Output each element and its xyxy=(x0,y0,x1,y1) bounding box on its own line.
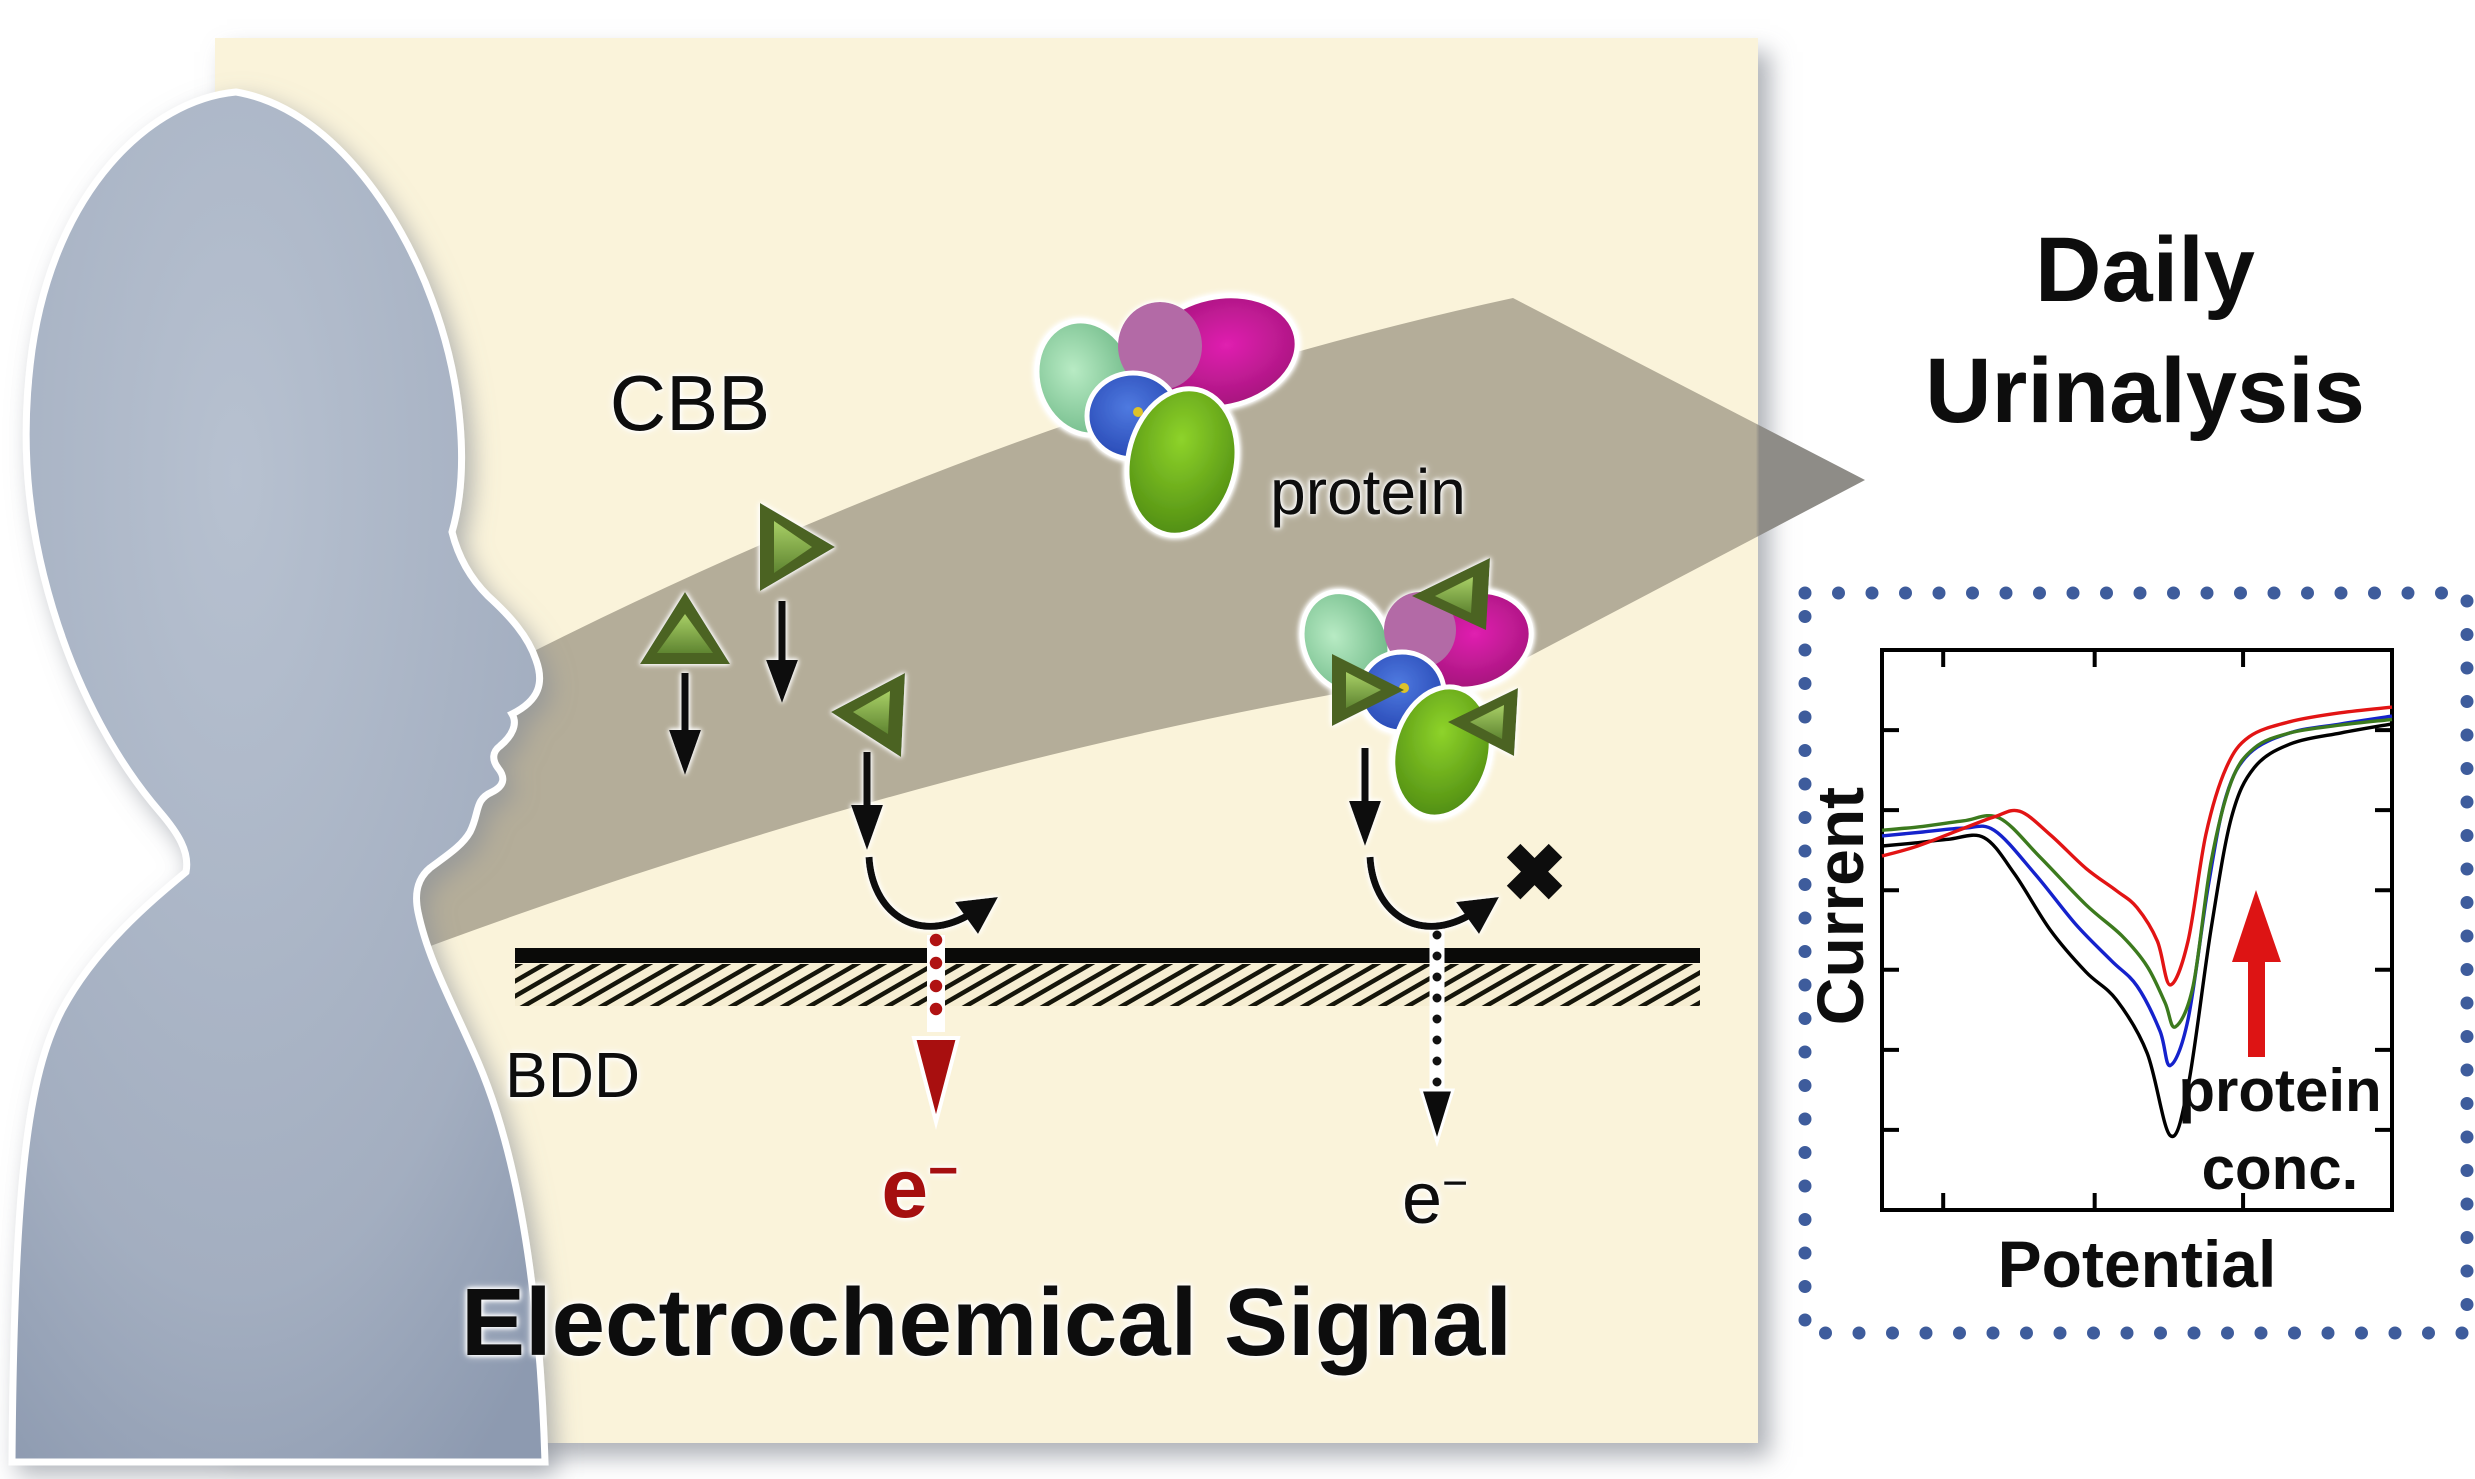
cbb-triangle-up xyxy=(640,592,730,664)
electron-path-blocked xyxy=(1418,930,1456,1148)
protein-label: protein xyxy=(1270,456,1466,528)
chart-curves xyxy=(1881,705,2393,1139)
chart-series-no-protein-black- xyxy=(1881,722,2393,1139)
down-arrow-head xyxy=(669,730,701,775)
chart-ticks xyxy=(1882,650,2392,1210)
headline-line2: Urinalysis xyxy=(1925,340,2365,443)
chart-frame xyxy=(1880,648,2394,1212)
electron-path-direct xyxy=(911,933,961,1130)
cbb-triangle-left xyxy=(831,673,905,757)
bound-cbb-triangles xyxy=(1332,558,1518,756)
protein-molecule-free xyxy=(1034,293,1300,538)
electron-direct-label: e− xyxy=(881,1141,959,1235)
down-arrow-head xyxy=(851,805,883,850)
reaction-arc-left xyxy=(865,856,998,934)
electron-blocked-label: e− xyxy=(1401,1159,1469,1239)
reaction-arc-right-blocked xyxy=(1366,856,1499,934)
adsorption-arrows xyxy=(669,601,1381,850)
voltammogram-chart xyxy=(1880,648,2394,1212)
red-arrow-head xyxy=(911,1036,961,1130)
protein-lobe-pink xyxy=(1384,592,1456,668)
headline: Daily Urinalysis xyxy=(1845,210,2445,453)
signal-title: Electrochemical Signal xyxy=(460,1269,1513,1376)
cbb-triangle-right xyxy=(760,503,835,591)
chart-xlabel: Potential xyxy=(1997,1227,2277,1301)
protein-lobe-green xyxy=(1124,386,1240,538)
protein-lobe-pink xyxy=(1118,302,1202,390)
cbb-label: CBB xyxy=(609,359,771,447)
conc-up-arrow xyxy=(2232,890,2281,1057)
bdd-label: BDD xyxy=(505,1039,641,1111)
down-arrow-head xyxy=(766,660,798,703)
black-arrow-head xyxy=(1418,1088,1456,1148)
electrode-hatch-layer xyxy=(515,964,1700,1006)
bdd-electrode xyxy=(515,948,1700,1006)
protein-center-dot xyxy=(1133,407,1143,417)
electrode-surface-line xyxy=(515,948,1700,963)
protein-molecule-bound xyxy=(1299,558,1534,820)
result-box-dotted-border xyxy=(1798,586,2474,1340)
conc-annotation: protein conc. xyxy=(2178,1057,2382,1202)
blocked-cross-icon: ✖ xyxy=(1501,829,1568,917)
chart-ylabel: Current xyxy=(1803,786,1877,1026)
urine-flow-arrow-head xyxy=(1513,298,1865,665)
headline-line1: Daily xyxy=(2035,219,2255,321)
down-arrow-head xyxy=(1349,801,1381,846)
chart-series-high-conc-red- xyxy=(1881,705,2393,987)
person-silhouette xyxy=(8,88,549,1466)
